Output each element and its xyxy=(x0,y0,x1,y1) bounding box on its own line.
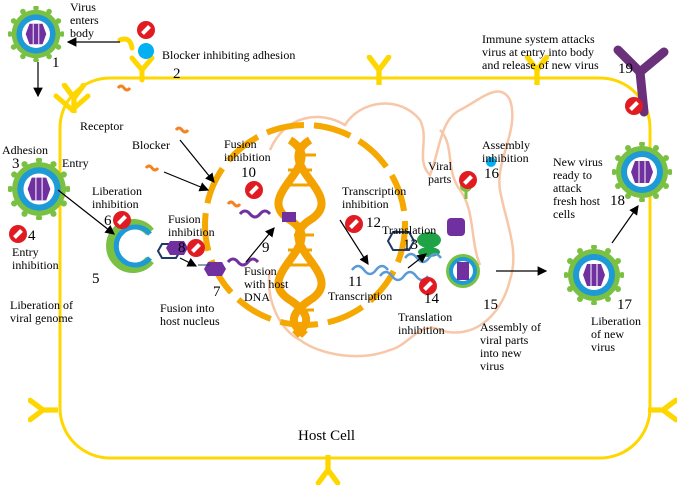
receptor-icon xyxy=(30,400,57,419)
inhibition-icon xyxy=(113,211,131,229)
label-adhesion: Adhesion xyxy=(2,143,48,157)
step-number-19: 19 xyxy=(618,61,633,77)
label-virus-enters: Virus enters body xyxy=(70,0,99,40)
host-cell-membrane xyxy=(58,76,652,460)
label-fusion-inhibition-8: Fusion inhibition xyxy=(168,212,215,239)
label-transcription: Transcription xyxy=(328,289,393,303)
label-liberation-genome: Liberation of viral genome xyxy=(10,298,73,325)
label-fusion-inhibition-10: Fusion inhibition xyxy=(224,137,271,164)
label-host-cell: Host Cell xyxy=(298,428,356,444)
rna-strand xyxy=(351,264,389,276)
inhibition-icon xyxy=(137,21,155,39)
receptor-arm xyxy=(69,93,91,113)
label-assembly-inhibition: Assembly inhibition xyxy=(482,138,530,165)
receptor-fragment xyxy=(117,36,135,51)
step-number-14: 14 xyxy=(424,291,439,307)
inhibition-icon xyxy=(9,225,27,243)
step-number-1: 1 xyxy=(52,55,60,71)
step-number-17: 17 xyxy=(617,297,632,313)
label-viral-parts: Viral parts xyxy=(428,159,452,186)
label-blocker: Blocker xyxy=(132,138,170,152)
label-assembly-new-virus: Assembly of viral parts into new virus xyxy=(480,320,541,373)
receptor-icon xyxy=(369,57,388,84)
step-number-10: 10 xyxy=(241,165,256,181)
step-number-3: 3 xyxy=(12,156,20,172)
label-immune-system: Immune system attacks virus at entry int… xyxy=(482,32,599,72)
blocker-icon xyxy=(116,84,132,92)
dna-helix-icon xyxy=(274,136,326,339)
inhibition-icon xyxy=(245,181,263,199)
opening-virus-icon xyxy=(106,219,188,273)
blocker-icon xyxy=(174,126,190,134)
receptor-icon xyxy=(649,400,676,419)
receptor-blocked-icon xyxy=(129,43,155,83)
label-translation-inhibition: Translation inhibition xyxy=(398,310,453,337)
step-number-6: 6 xyxy=(104,213,112,229)
endoplasmic-reticulum xyxy=(267,90,515,358)
blocker-icon xyxy=(144,164,160,172)
viral-genome xyxy=(238,209,272,219)
label-receptor: Receptor xyxy=(80,119,124,133)
capsid-part-icon xyxy=(447,218,465,236)
step-number-18: 18 xyxy=(610,193,625,209)
inhibition-icon xyxy=(459,171,477,189)
assembling-virus-icon xyxy=(446,254,480,288)
viral-part-icon xyxy=(486,157,496,167)
label-entry-inhibition: Entry inhibition xyxy=(12,245,59,272)
viral-genome xyxy=(226,257,260,267)
virus-particle-icon xyxy=(564,245,624,305)
blocker-molecule-icon xyxy=(138,43,154,59)
label-transcription-inhibition: Transcription inhibition xyxy=(342,184,407,211)
label-fusion-host-dna: Fusion with host DNA xyxy=(244,264,289,304)
receptor-icon xyxy=(318,456,337,483)
step-number-13: 13 xyxy=(403,237,418,253)
step-number-5: 5 xyxy=(92,271,100,287)
label-liberation-inhibition: Liberation inhibition xyxy=(92,184,142,211)
blocker-icon xyxy=(226,200,242,208)
step-number-12: 12 xyxy=(366,215,381,231)
inhibition-icon xyxy=(345,215,363,233)
endoplasmic-reticulum-fold xyxy=(439,129,482,266)
step-number-7: 7 xyxy=(213,284,221,300)
step-number-8: 8 xyxy=(178,240,186,256)
label-fusion-into-nucleus: Fusion into host nucleus xyxy=(160,301,220,328)
step-number-2: 2 xyxy=(173,66,181,82)
capsid-outline-icon xyxy=(386,231,416,251)
receptor-arm xyxy=(53,93,73,111)
rna-strand xyxy=(379,270,429,282)
antibody-icon xyxy=(613,45,669,117)
label-blocker-adhesion: Blocker inhibiting adhesion xyxy=(162,48,296,62)
step-number-15: 15 xyxy=(483,297,498,313)
flow-arrows xyxy=(33,37,639,276)
step-number-9: 9 xyxy=(262,240,270,256)
step-number-11: 11 xyxy=(348,274,363,290)
step-number-16: 16 xyxy=(484,166,499,182)
label-translation: Translation xyxy=(382,223,437,237)
capsid-icon xyxy=(204,262,226,276)
step-number-4: 4 xyxy=(28,228,36,244)
label-liberation-new-virus: Liberation of new virus xyxy=(591,314,641,354)
label-entry: Entry xyxy=(62,156,89,170)
label-new-virus-ready: New virus ready to attack fresh host cel… xyxy=(553,155,603,221)
inhibition-icon xyxy=(187,239,205,257)
inhibition-icon xyxy=(625,97,643,115)
